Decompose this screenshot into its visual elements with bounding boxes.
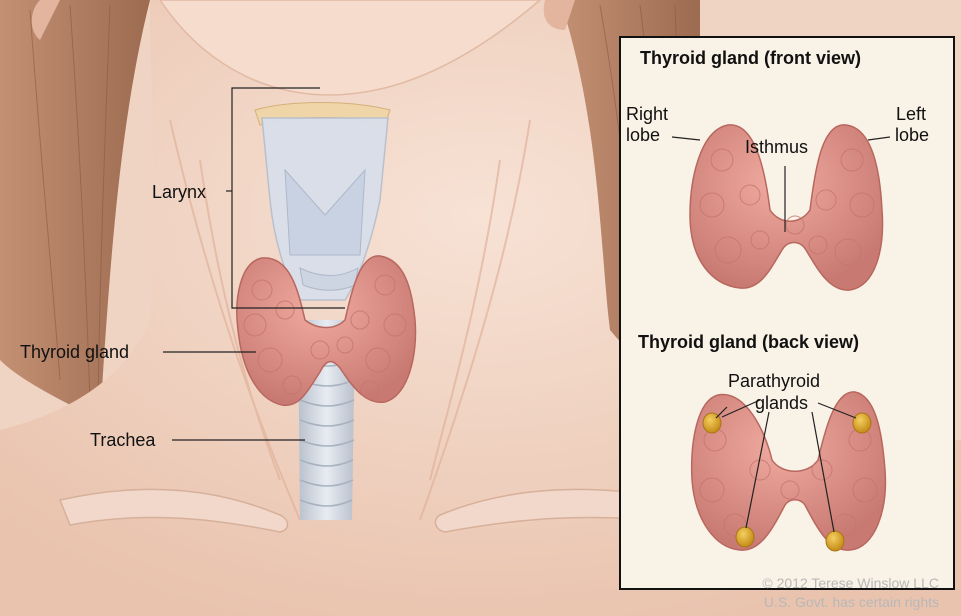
front-view-title: Thyroid gland (front view)	[640, 48, 861, 69]
parathyroid-lower-right	[826, 531, 844, 551]
back-view-title: Thyroid gland (back view)	[638, 332, 859, 353]
trachea-label: Trachea	[90, 430, 155, 450]
parathyroid-label-line1: Parathyroid	[728, 371, 820, 391]
copyright-line: © 2012 Terese Winslow LLC	[762, 575, 939, 591]
parathyroid-lower-left	[736, 527, 754, 547]
right-lobe-label-line1: Right	[626, 104, 668, 124]
left-lobe-label-line2: lobe	[895, 125, 929, 145]
parathyroid-label-line2: glands	[755, 393, 808, 413]
parathyroid-upper-right	[853, 413, 871, 433]
larynx-label: Larynx	[152, 182, 206, 202]
rights-line: U.S. Govt. has certain rights	[764, 594, 939, 610]
left-lobe-label-line1: Left	[896, 104, 926, 124]
isthmus-label: Isthmus	[745, 137, 808, 157]
right-lobe-label-line2: lobe	[626, 125, 660, 145]
thyroid-gland-label: Thyroid gland	[20, 342, 129, 362]
